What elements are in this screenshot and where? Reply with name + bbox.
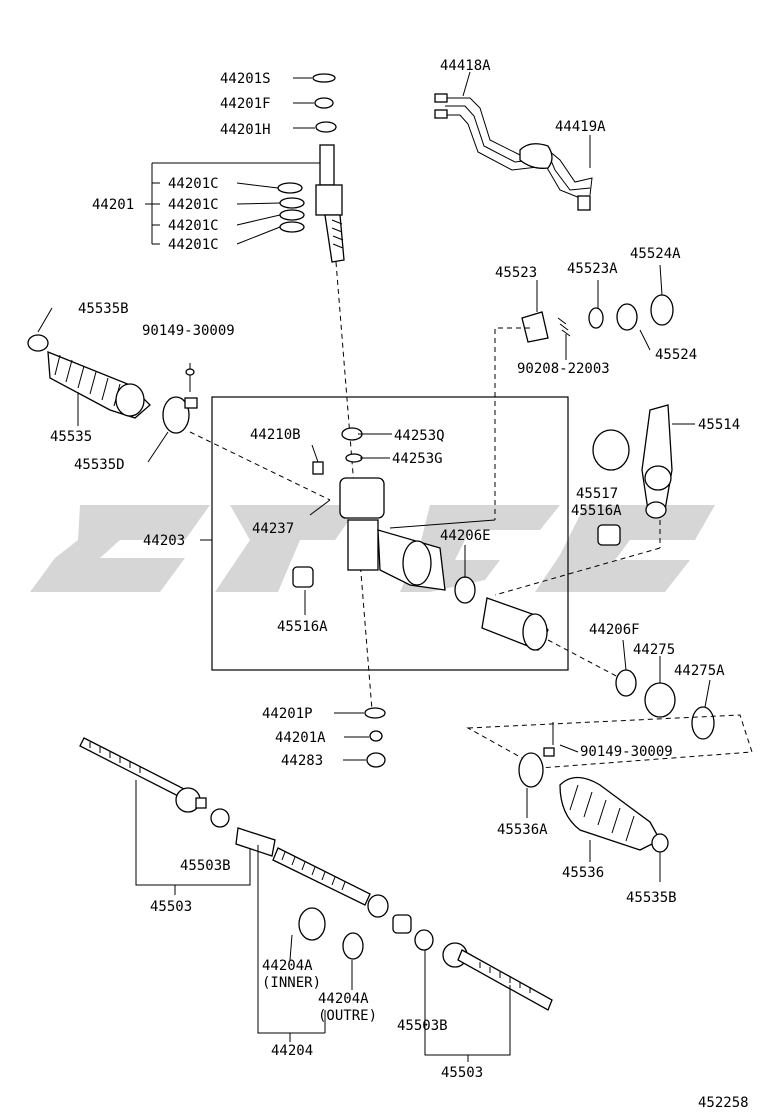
label-44206F: 44206F: [589, 622, 640, 638]
label-45517: 45517: [576, 486, 618, 502]
valve-group: [494, 264, 674, 520]
label-44204A-inner: 44204A: [262, 958, 313, 974]
diagram-id: 452258: [698, 1095, 749, 1111]
labels: 44201S 44201F 44201H 44201 44201C 44201C…: [50, 58, 749, 1111]
label-45516A-right: 45516A: [571, 503, 622, 519]
label-44201H: 44201H: [220, 122, 271, 138]
tie-rod-right: [414, 929, 553, 1062]
label-45535B-top: 45535B: [78, 301, 129, 317]
label-44253G: 44253G: [392, 451, 443, 467]
label-44204A-outer-note: (OUTRE): [318, 1008, 377, 1024]
label-44201C-3: 44201C: [168, 218, 219, 234]
label-45503-left: 45503: [150, 899, 192, 915]
label-90149-top: 90149-30009: [142, 323, 235, 339]
assembly-frame: [211, 396, 569, 671]
label-45503B-right: 45503B: [397, 1018, 448, 1034]
label-45503B-left: 45503B: [180, 858, 231, 874]
label-44237: 44237: [252, 521, 294, 537]
label-44206E: 44206E: [440, 528, 491, 544]
label-44201C-4: 44201C: [168, 237, 219, 253]
tie-rod-left: [79, 737, 251, 895]
pressure-tubes: [434, 71, 593, 211]
label-44419A: 44419A: [555, 119, 606, 135]
label-44210B: 44210B: [250, 427, 301, 443]
label-45524: 45524: [655, 347, 697, 363]
label-44201F: 44201F: [220, 96, 271, 112]
label-44201C-2: 44201C: [168, 197, 219, 213]
label-45535B-bottom: 45535B: [626, 890, 677, 906]
label-44253Q: 44253Q: [394, 428, 445, 444]
gear-housing: [200, 427, 621, 679]
bottom-center-parts: [334, 707, 386, 768]
label-45523: 45523: [495, 265, 537, 281]
label-45535: 45535: [50, 429, 92, 445]
rack-and-bushing: [235, 827, 412, 1042]
label-44201C-1: 44201C: [168, 176, 219, 192]
label-45535D: 45535D: [74, 457, 125, 473]
label-45503-right: 45503: [441, 1065, 483, 1081]
label-44283: 44283: [281, 753, 323, 769]
label-45523A: 45523A: [567, 261, 618, 277]
right-boot: [518, 722, 669, 882]
label-44204: 44204: [271, 1043, 313, 1059]
label-90149-bottom: 90149-30009: [580, 744, 673, 760]
label-44418A: 44418A: [440, 58, 491, 74]
left-boot: [27, 307, 331, 501]
pinion-shaft: [312, 73, 345, 263]
label-44204A-outer: 44204A: [318, 991, 369, 1007]
label-90208: 90208-22003: [517, 361, 610, 377]
label-44204A-inner-note: (INNER): [262, 975, 321, 991]
oil-seals-44201C: [277, 182, 305, 233]
seal-group-right: [466, 639, 753, 769]
label-44201S: 44201S: [220, 71, 271, 87]
label-45536A: 45536A: [497, 822, 548, 838]
label-45536: 45536: [562, 865, 604, 881]
label-45514: 45514: [698, 417, 740, 433]
label-44275: 44275: [633, 642, 675, 658]
label-45516A-left: 45516A: [277, 619, 328, 635]
label-44201: 44201: [92, 197, 134, 213]
label-44275A: 44275A: [674, 663, 725, 679]
leaders-top-left: [145, 77, 373, 711]
mount-group: [494, 404, 695, 596]
label-45524A: 45524A: [630, 246, 681, 262]
label-44201P: 44201P: [262, 706, 313, 722]
label-44201A: 44201A: [275, 730, 326, 746]
label-44203: 44203: [143, 533, 185, 549]
